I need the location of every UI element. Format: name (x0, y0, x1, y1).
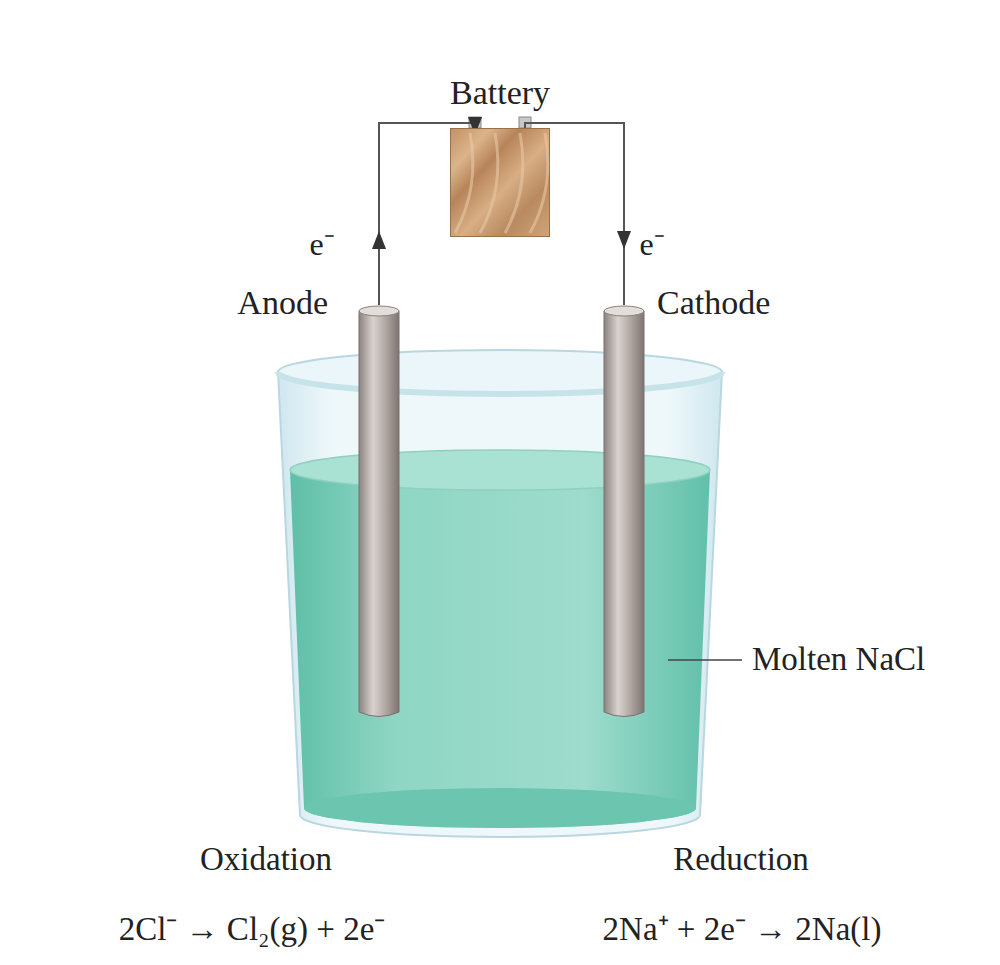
substance-label: Molten NaCl (752, 640, 925, 680)
rod-top (359, 306, 399, 316)
cathode-electrode: Cathode (603, 305, 645, 720)
battery-grain (480, 133, 498, 233)
arrow-head (372, 231, 386, 249)
arrow-head (617, 231, 631, 249)
battery-symbol (450, 128, 550, 237)
rod-top (604, 306, 644, 316)
electrode-label: Cathode (657, 283, 770, 324)
battery-box: Battery (450, 128, 550, 237)
reaction-equation: 2Cl⁻ → Cl₂(g) + 2e⁻ (119, 910, 386, 950)
reaction-equation: 2Na⁺ + 2e⁻ → 2Na(l) (603, 910, 882, 950)
battery-grain (455, 133, 473, 233)
electron-label: e⁻ (637, 227, 666, 262)
anode-electrode: Anode (358, 305, 400, 720)
rod-body (359, 311, 399, 717)
battery-grain (505, 133, 523, 233)
battery-grain (530, 133, 548, 233)
battery-body (451, 129, 550, 237)
half-reaction-title: Oxidation (200, 840, 332, 880)
electron-label: e⁻ (307, 227, 336, 262)
electrode-label: Anode (237, 283, 328, 324)
rod-body (604, 311, 644, 717)
electrode-rod (603, 305, 645, 720)
electrode-rod (358, 305, 400, 720)
battery-label: Battery (450, 73, 550, 114)
half-reaction-title: Reduction (673, 840, 809, 880)
